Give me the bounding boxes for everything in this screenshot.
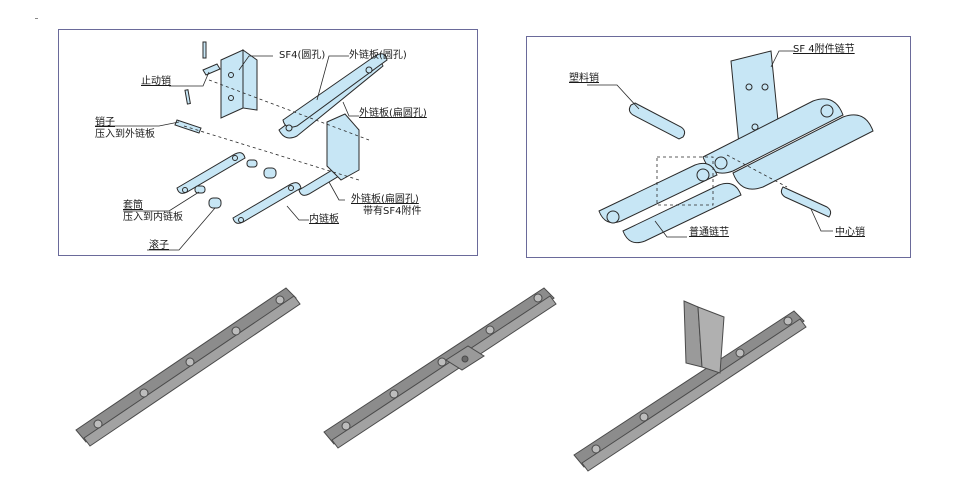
label-outer-plate-oval: 外链板(扁圆孔) [359,108,427,119]
roller-part [208,197,222,209]
pin-part [174,119,202,134]
bushing-part-2 [246,159,258,168]
normal-link-part [598,162,718,224]
label-bushing: 套筒 [123,200,143,211]
plastic-chain-diagram: 塑料销 SF 4附件链节 普通链节 中心销 [526,36,911,258]
stop-pin-small-part [184,89,191,105]
inner-plate-bottom-part [232,182,302,224]
label-outer-plate-sf4: 外链板(扁圆孔) [351,194,419,205]
plastic-chain-drawing [587,50,874,244]
label-sf4-round: SF4(圆孔) [279,50,326,61]
outer-plate-round-back [282,53,388,128]
label-pin-note: 压入到外链板 [95,129,155,140]
label-inner-plate: 内链板 [309,214,339,225]
roller-part-2 [263,167,277,179]
label-bushing-note: 压入到内链板 [123,212,183,223]
exploded-parts-drawing [95,41,388,251]
chain-photo-sf4-attachment [568,295,813,480]
label-pin: 销子 [95,117,115,128]
screw-part [202,41,207,59]
label-sf4-note: 带有SF4附件 [363,206,422,217]
chain-photo-plain [70,280,310,455]
chain-photo-center-attachment [318,282,568,457]
label-outer-plate-round: 外链板(圆孔) [349,50,407,61]
label-normal-link: 普通链节 [689,227,729,238]
label-plastic-pin: 塑料销 [569,73,599,84]
exploded-chain-diagram: SF4(圆孔) 外链板(圆孔) 止动销 外链板(扁圆孔) 销子 压入到外链板 套… [58,29,478,256]
center-pin-part [780,186,832,218]
plastic-pin-part [628,102,686,140]
sf4-bracket-part [220,49,244,119]
inner-plate-top-part [176,152,246,194]
label-sf4-link: SF 4附件链节 [793,44,855,55]
label-stop-pin: 止动销 [141,76,171,87]
corner-mark [35,18,38,19]
stop-pin-part [202,63,221,76]
normal-link-part-2 [622,182,742,244]
sf4-attachment-part [326,113,360,181]
sf4-bracket-side [242,49,258,111]
bushing-part [194,185,206,194]
sf4-link-part-2 [732,114,874,190]
label-roller: 滚子 [149,240,169,251]
label-center-pin: 中心销 [835,227,865,238]
